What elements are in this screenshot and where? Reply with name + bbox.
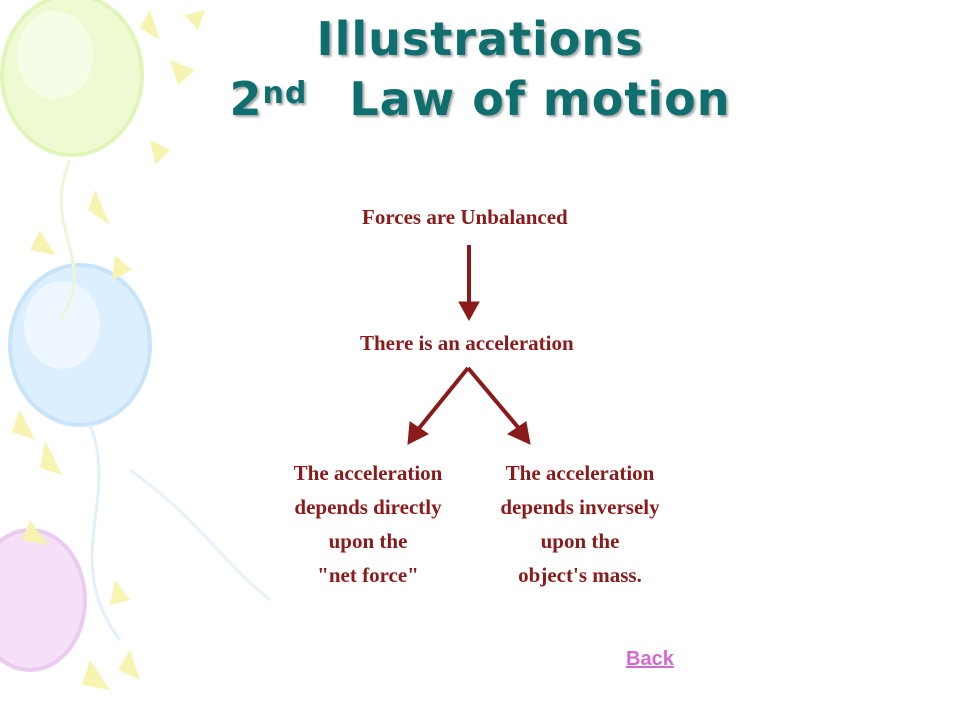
back-link[interactable]: Back [626, 648, 674, 670]
balloon-blue [8, 263, 152, 427]
node-net-force-line4: "net force" [317, 563, 419, 587]
node-forces-unbalanced: Forces are Unbalanced [362, 205, 568, 229]
arrow-middle-to-left [414, 366, 470, 434]
title-rest: Law of motion [349, 72, 731, 126]
title-line1: Illustrations [316, 12, 644, 66]
arrowhead-left [407, 421, 429, 445]
confetti [12, 10, 205, 690]
page-title: Illustrations [0, 12, 960, 66]
balloon-decoration [0, 0, 271, 690]
title-number: 2 [229, 72, 263, 126]
node-net-force: The acceleration depends directly upon t… [278, 456, 458, 592]
node-mass-line4: object's mass. [518, 563, 642, 587]
arrowhead-right [506, 421, 531, 445]
node-mass-line3: upon the [540, 529, 620, 553]
node-acceleration: There is an acceleration [360, 331, 574, 355]
node-mass-line1: The acceleration [505, 461, 655, 485]
arrowhead-middle [458, 301, 480, 322]
arrow-middle-to-right [466, 366, 524, 434]
node-net-force-line1: The acceleration [293, 461, 443, 485]
title-superscript: nd [262, 76, 308, 111]
node-net-force-line3: upon the [328, 529, 408, 553]
node-mass: The acceleration depends inversely upon … [490, 456, 670, 592]
balloon-green [0, 0, 144, 157]
node-mass-line2: depends inversely [500, 495, 660, 519]
node-net-force-line2: depends directly [294, 495, 442, 519]
page-subtitle: 2nd Law of motion [0, 72, 960, 126]
